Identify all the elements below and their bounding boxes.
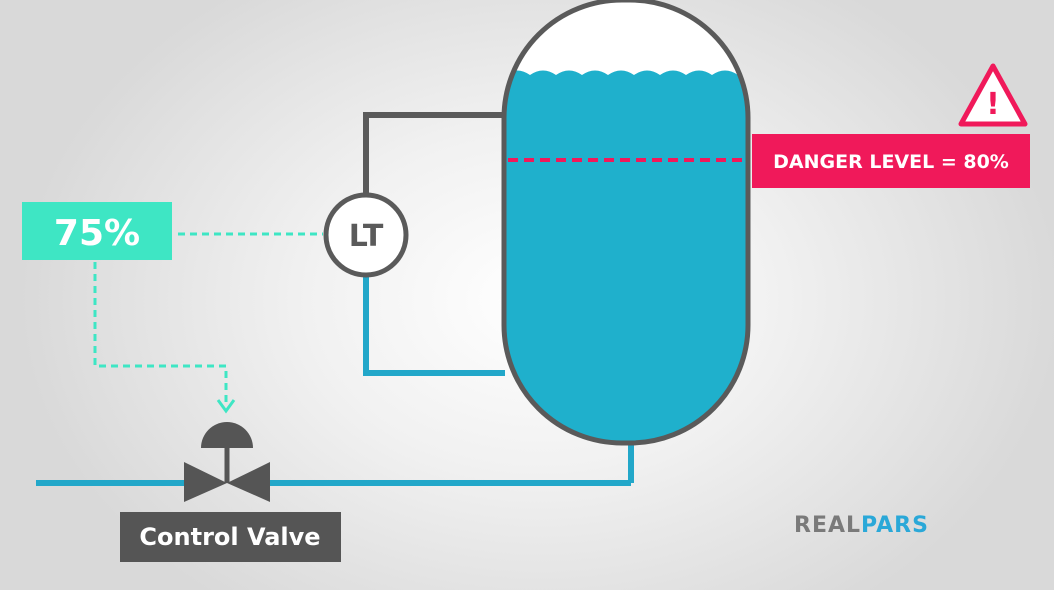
level-display-box [22,202,172,260]
warning-exclamation: ! [986,87,1000,122]
danger-banner-text: DANGER LEVEL = 80% [773,151,1009,173]
level-transmitter[interactable]: LT [323,192,409,278]
lt-upper-line [363,112,505,205]
danger-banner-box [752,134,1030,188]
control-valve-label-text: Control Valve [139,523,320,551]
level-display: 75% [22,202,172,260]
realpars-logo: REALPARS [794,513,929,538]
valve-body-right [227,462,270,502]
logo-part-real: REAL [794,513,861,538]
signal-line-display-to-valve [93,262,228,405]
level-transmitter-circle [323,192,409,278]
danger-banner: DANGER LEVEL = 80% [752,134,1030,188]
level-display-value: 75% [54,213,140,254]
lt-lower-line [363,265,505,376]
tank-water [504,70,748,443]
control-valve-label-box [120,512,341,562]
tank-outline [501,0,751,446]
piping [36,112,634,486]
warning-triangle-icon: ! [958,63,1028,127]
valve-body-left [184,462,227,502]
signal-lines [93,232,323,414]
logo-part-pars: PARS [861,513,929,538]
level-transmitter-label: LT [349,219,384,254]
svg-text:REALPARS: REALPARS [794,513,929,538]
valve-actuator-icon [201,422,253,448]
signal-arrow-head [216,399,236,414]
control-valve-label: Control Valve [120,512,341,562]
control-valve[interactable] [184,422,270,502]
tank [501,0,751,446]
